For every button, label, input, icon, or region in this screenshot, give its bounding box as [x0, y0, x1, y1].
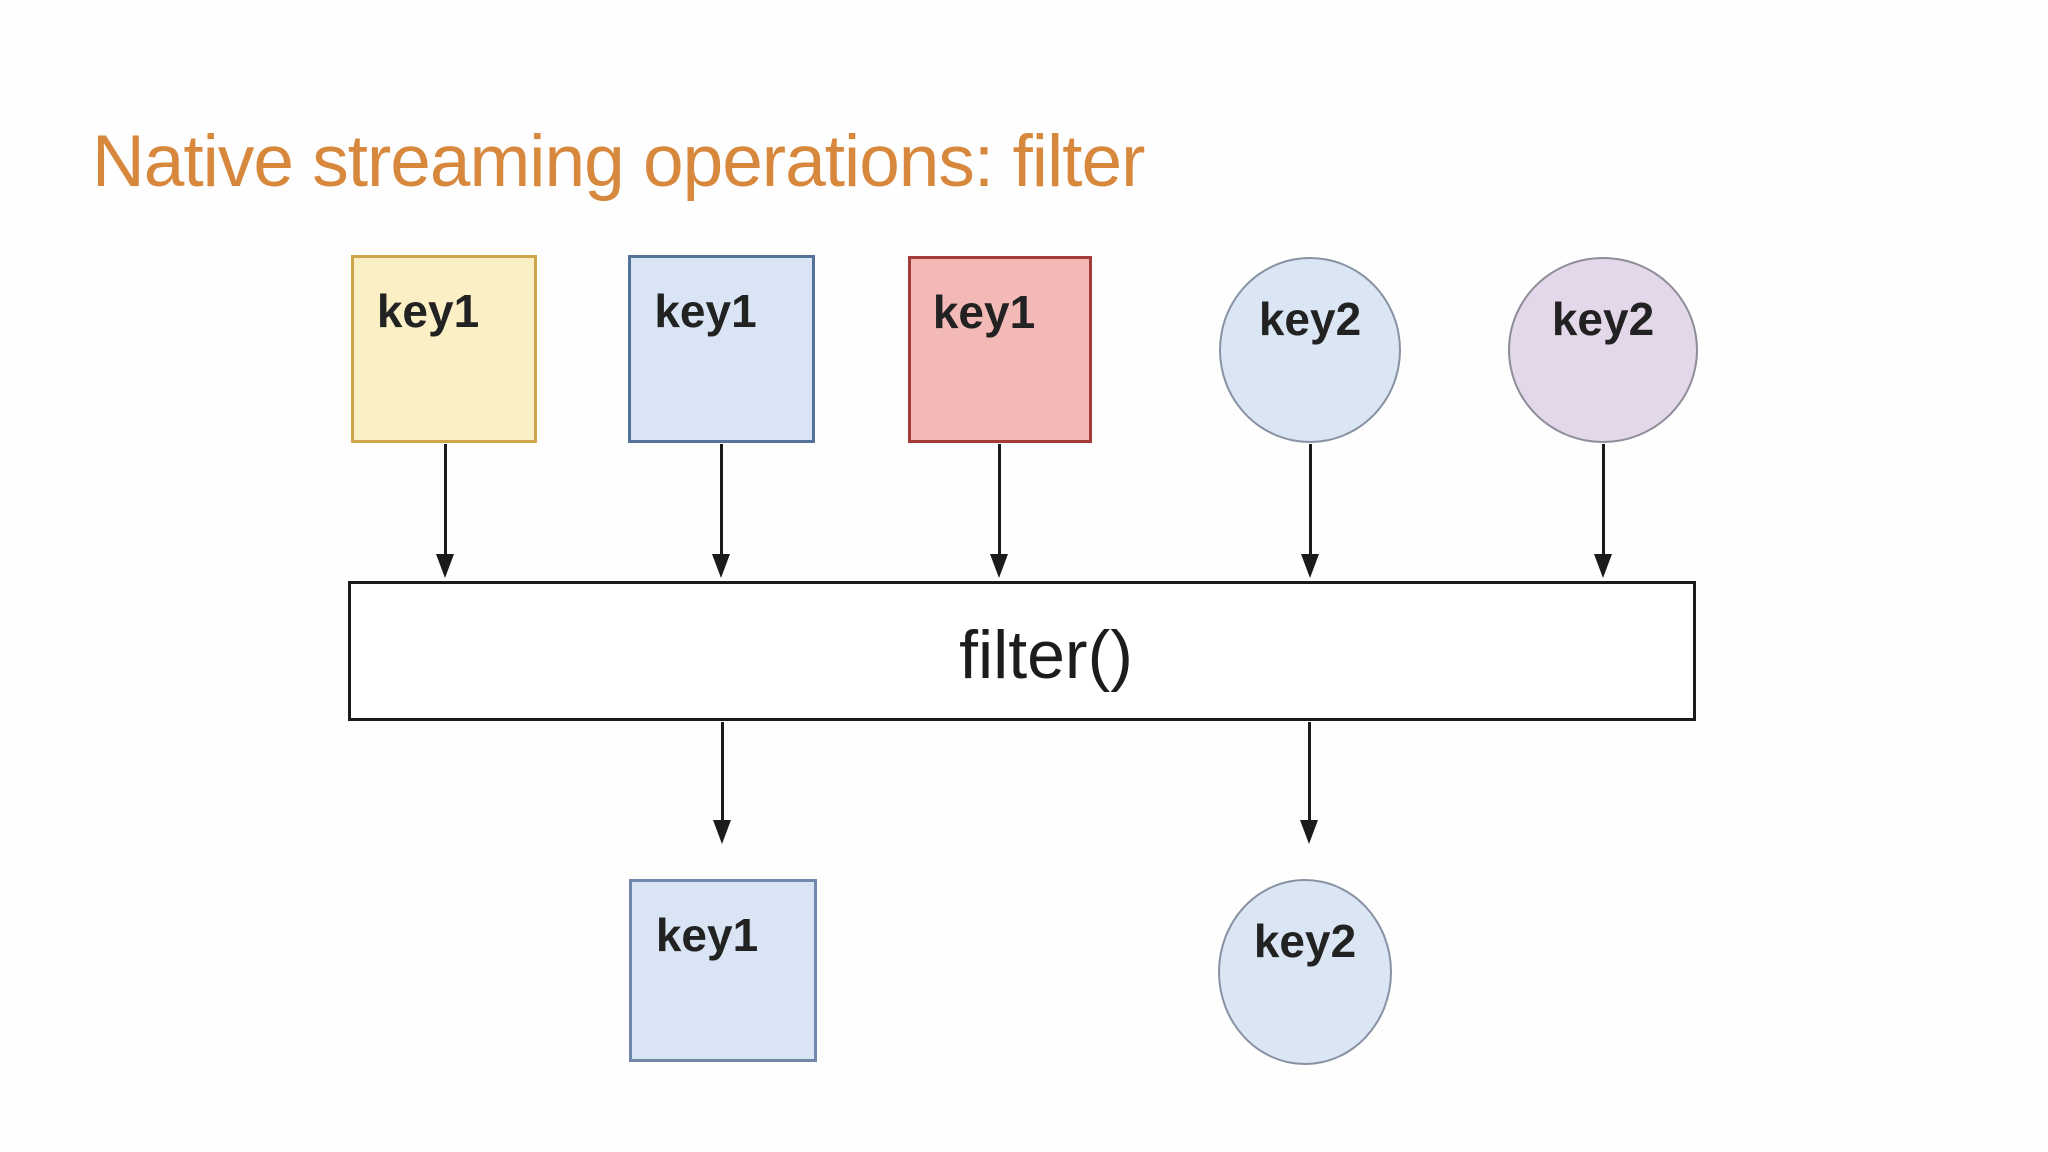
node-label: key1: [932, 286, 1036, 338]
node-label: key2: [1258, 293, 1362, 345]
node-label: key2: [1551, 293, 1655, 345]
input-node-key2-blue-circle: key2: [1219, 257, 1401, 443]
input-node-key1-blue-square: key1: [628, 255, 815, 443]
filter-operation-label: filter(): [959, 617, 1133, 693]
output-node-key2-blue-circle: key2: [1218, 879, 1392, 1065]
node-label: key1: [376, 285, 480, 337]
node-label: key1: [654, 285, 757, 337]
input-node-key1-red-square: key1: [908, 256, 1092, 443]
output-node-key1-blue-square: key1: [629, 879, 817, 1062]
node-label: key1: [655, 909, 759, 961]
input-node-key2-purple-circle: key2: [1508, 257, 1698, 443]
slide-title: Native streaming operations: filter: [92, 121, 1145, 202]
input-node-key1-yellow-square: key1: [351, 255, 537, 443]
filter-operation-box: filter(): [348, 581, 1696, 721]
node-label: key2: [1253, 915, 1357, 967]
